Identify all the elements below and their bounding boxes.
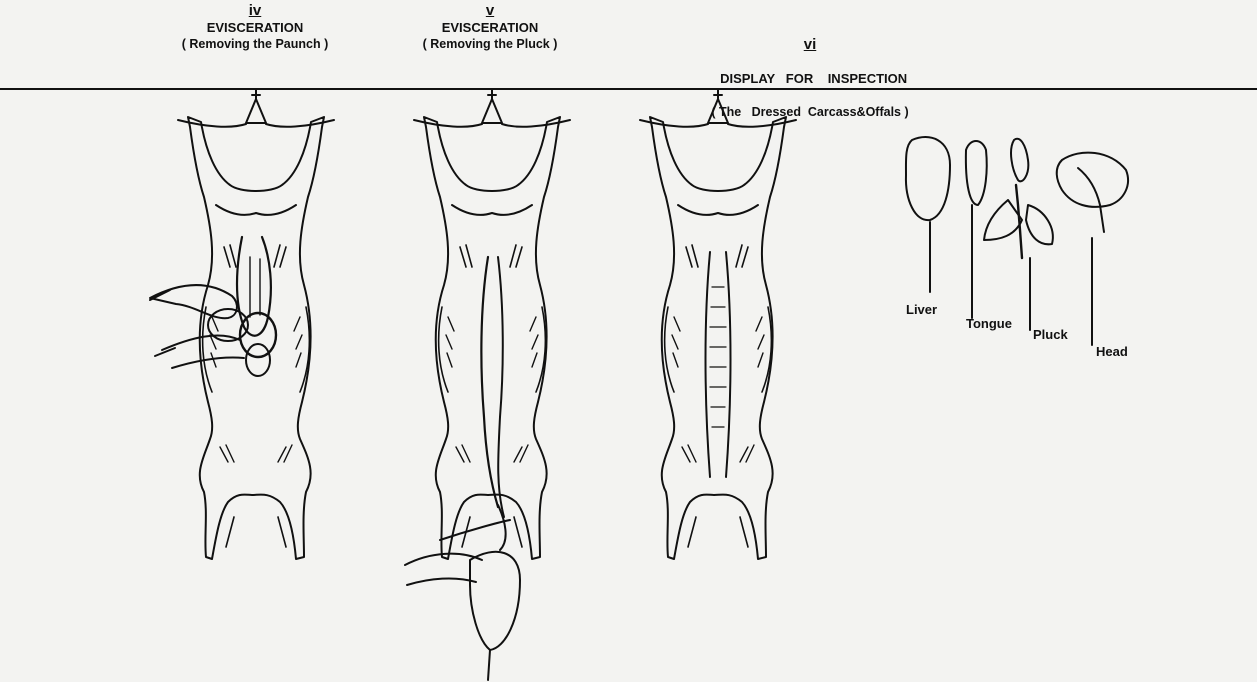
liver-label: Liver [906, 302, 937, 317]
carcass-removing-paunch [178, 90, 334, 559]
head-label: Head [1096, 344, 1128, 359]
head-illustration [1057, 153, 1128, 345]
carcass-removing-pluck [414, 90, 570, 559]
paunch-removal-hands [150, 285, 276, 376]
pluck-illustration [984, 139, 1053, 330]
tongue-label: Tongue [966, 316, 1012, 331]
liver-illustration [906, 137, 950, 292]
carcass-dressed [640, 90, 796, 559]
pluck-label: Pluck [1033, 327, 1068, 342]
tongue-illustration [966, 141, 987, 318]
pluck-removal-hands [405, 505, 520, 680]
